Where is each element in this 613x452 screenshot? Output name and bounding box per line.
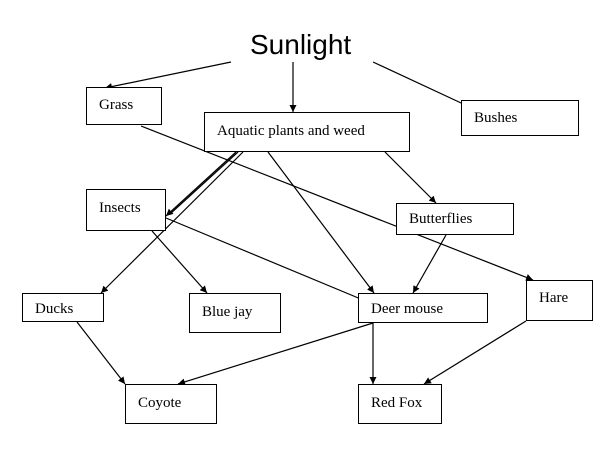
edge-sunlight-to-grass — [104, 61, 232, 91]
edge-insects-to-deermouse — [165, 217, 369, 303]
edge-aquatic-to-butterflies — [384, 151, 437, 204]
edge-ducks-to-coyote — [76, 321, 126, 385]
node-insects: Insects — [86, 189, 166, 231]
node-bushes: Bushes — [461, 100, 579, 136]
node-ducks: Ducks — [22, 293, 104, 322]
node-blue-jay: Blue jay — [189, 293, 281, 333]
node-aquatic-plants: Aquatic plants and weed — [204, 112, 410, 152]
edge-butterflies-to-deermouse — [412, 234, 447, 294]
node-red-fox: Red Fox — [358, 384, 442, 424]
edge-aquatic-to-insects — [165, 151, 237, 217]
edge-aquatic-to-deermouse — [267, 151, 375, 294]
node-hare: Hare — [526, 280, 593, 321]
edge-aquatic-to-ducks — [100, 151, 244, 294]
edge-sunlight-to-bushes — [372, 61, 475, 110]
edge-deermouse-to-coyote — [177, 322, 374, 386]
edge-insects-to-bluejay — [151, 230, 208, 294]
node-butterflies: Butterflies — [396, 203, 514, 235]
node-deer-mouse: Deer mouse — [358, 293, 488, 323]
edge-hare-to-redfox — [423, 320, 527, 385]
node-grass: Grass — [86, 87, 162, 125]
edge-aquatic-to-insects-second-stroke — [169, 151, 239, 215]
node-sunlight: Sunlight — [250, 29, 352, 60]
node-coyote: Coyote — [125, 384, 217, 424]
